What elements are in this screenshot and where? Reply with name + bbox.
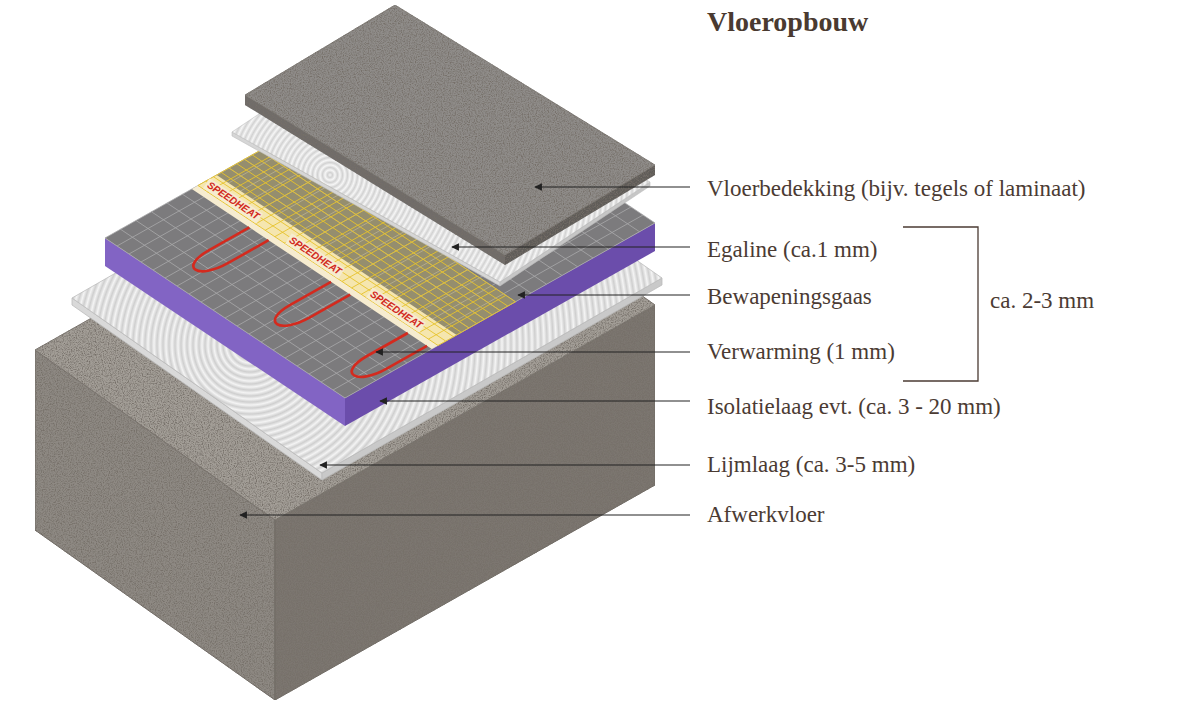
- leader-line: [535, 186, 690, 187]
- dimension-label: ca. 2-3 mm: [990, 288, 1094, 314]
- dimension-bracket: [903, 227, 978, 381]
- leader-line: [452, 246, 690, 247]
- floor-tile: [245, 5, 655, 265]
- tape-print: SPEEDHEAT: [366, 287, 426, 333]
- layer-label: Bewapeningsgaas: [707, 284, 872, 310]
- leader-line: [240, 514, 690, 515]
- leader-line: [320, 464, 690, 465]
- layer-label: Vloerbedekking (bijv. tegels of laminaat…: [707, 176, 1086, 202]
- leader-line: [518, 294, 690, 295]
- tape-print: SPEEDHEAT: [203, 178, 263, 224]
- tape-print: SPEEDHEAT: [285, 233, 345, 279]
- leader-lines: [240, 187, 690, 515]
- layer-label: Isolatielaag evt. (ca. 3 - 20 mm): [707, 394, 1001, 420]
- layer-label: Egaline (ca.1 mm): [707, 237, 878, 263]
- leader-line: [380, 400, 690, 401]
- diagram-title: Vloeropbouw: [707, 6, 868, 38]
- layer-label: Afwerkvloer: [707, 502, 825, 528]
- tile-top-face: [245, 5, 655, 255]
- layer-label: Verwarming (1 mm): [707, 339, 895, 365]
- leader-line: [376, 351, 690, 352]
- layer-label: Lijmlaag (ca. 3-5 mm): [707, 452, 915, 478]
